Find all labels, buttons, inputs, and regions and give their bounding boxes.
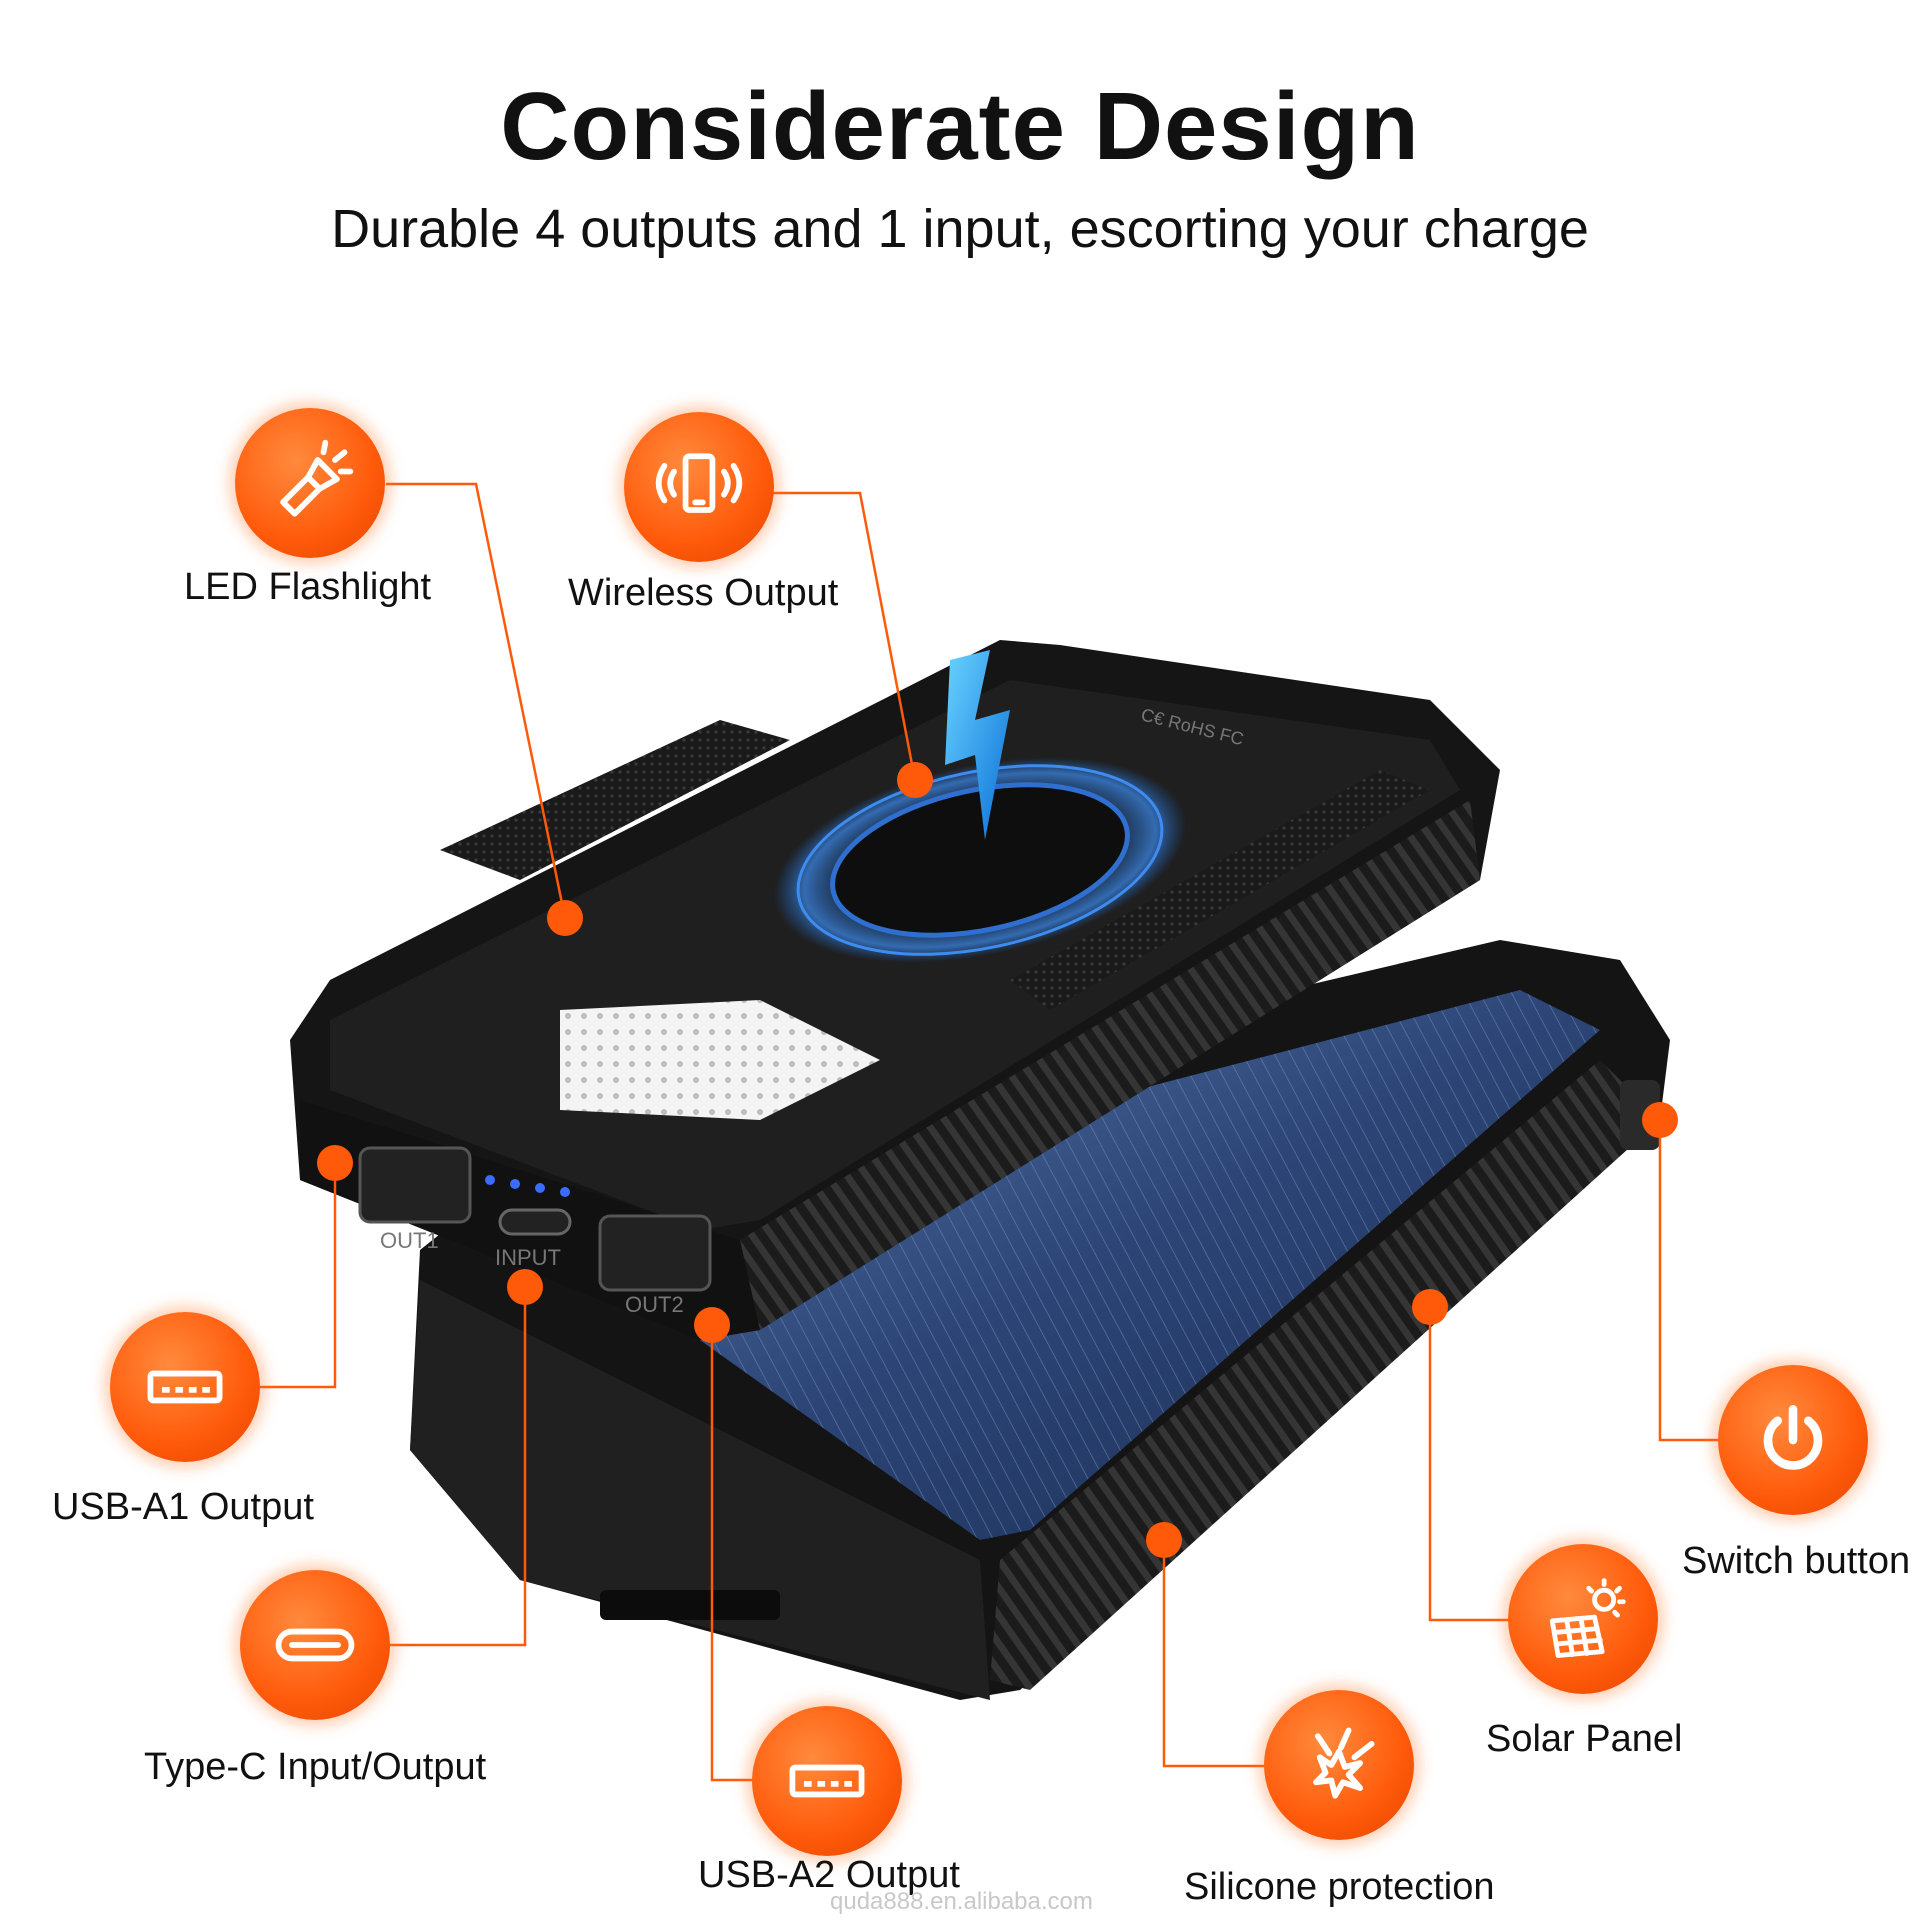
label-solar-panel: Solar Panel (1486, 1718, 1683, 1760)
port-label-out2: OUT2 (625, 1292, 684, 1317)
feature-badge-solar-panel (1508, 1544, 1658, 1694)
label-led-flashlight: LED Flashlight (184, 566, 432, 608)
watermark: quda888.en.alibaba.com (830, 1888, 1093, 1915)
upper-unit: OUT1 INPUT OUT2 C€ RoHS FC (290, 640, 1500, 1340)
feature-badge-led-flashlight (235, 408, 385, 558)
marker-dots (317, 762, 1678, 1558)
usb-a-port-icon (147, 1370, 223, 1404)
feature-badge-wireless-output (624, 412, 774, 562)
wireless-phone-icon (655, 453, 743, 513)
port-label-input: INPUT (495, 1245, 561, 1270)
label-wireless-output: Wireless Output (568, 572, 839, 614)
feature-badge-usb-a2-output (752, 1706, 902, 1856)
label-switch-button: Switch button (1682, 1540, 1911, 1582)
impact-protection-icon (1313, 1727, 1375, 1799)
label-usb-a2-output: USB-A2 Output (698, 1854, 960, 1896)
label-usb-a1-output: USB-A1 Output (52, 1486, 314, 1528)
feature-badge-silicone-protection (1264, 1690, 1414, 1840)
flashlight-icon (280, 439, 354, 517)
port-label-out1: OUT1 (380, 1228, 439, 1253)
label-silicone-protection: Silicone protection (1184, 1866, 1495, 1908)
usb-c-port-icon (275, 1628, 355, 1662)
solar-panel-icon (1549, 1578, 1626, 1658)
page-subtitle: Durable 4 outputs and 1 input, escorting… (331, 199, 1589, 259)
page-title: Considerate Design (500, 73, 1420, 180)
feature-badge-switch-button (1718, 1365, 1868, 1515)
label-type-c: Type-C Input/Output (144, 1746, 487, 1788)
usb-a-port-icon (789, 1764, 865, 1798)
feature-badge-type-c (240, 1570, 390, 1720)
feature-badge-usb-a1-output (110, 1312, 260, 1462)
power-icon (1763, 1404, 1823, 1470)
